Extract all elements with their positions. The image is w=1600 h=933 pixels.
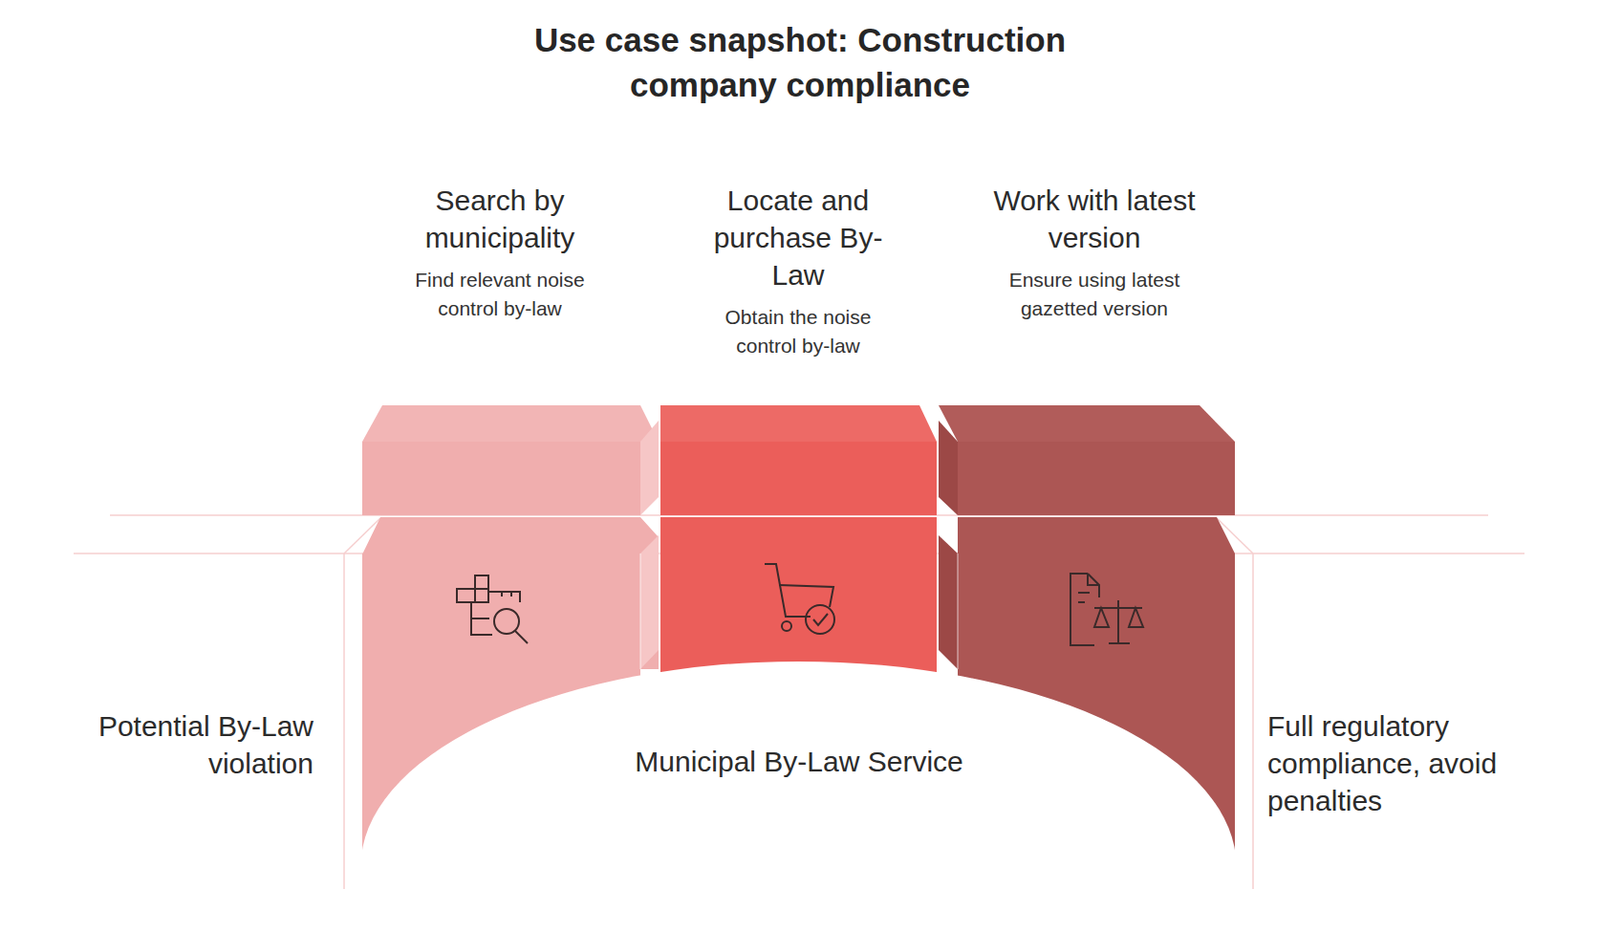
step-description: Ensure using latest gazetted version [989,265,1200,324]
block-front [957,517,1235,554]
step-heading: Locate and purchase By-Law [695,181,902,294]
guide-line [1252,553,1255,889]
end-label: Full regulatory compliance, avoid penalt… [1267,707,1555,820]
legal-document-icon [1070,573,1144,646]
block-side [640,535,659,670]
arch [361,661,1236,861]
cap-front [362,441,641,516]
guide-line [343,553,346,889]
search-map-icon [456,575,528,644]
block-side [938,535,958,670]
step-heading: Search by municipality [375,181,625,257]
diagram-title: Use case snapshot: Construction company … [513,17,1087,108]
cap-side [938,420,958,516]
step-block: Work with latest versionEnsure using lat… [951,181,1238,861]
cart-icon [764,563,835,634]
center-label: Municipal By-Law Service [607,742,991,780]
cap-front [660,441,937,516]
step-description: Find relevant noise control by-law [389,265,610,324]
start-label: Potential By-Law violation [57,707,314,782]
step-block: Search by municipalityFind relevant nois… [356,181,644,861]
step-heading: Work with latest version [960,181,1229,257]
step-description: Obtain the noise control by-law [692,302,904,361]
cap-top [938,405,1235,442]
cap-top [660,405,937,442]
cap-side [640,420,659,516]
cap-front [957,441,1235,516]
cap-top [362,405,659,442]
